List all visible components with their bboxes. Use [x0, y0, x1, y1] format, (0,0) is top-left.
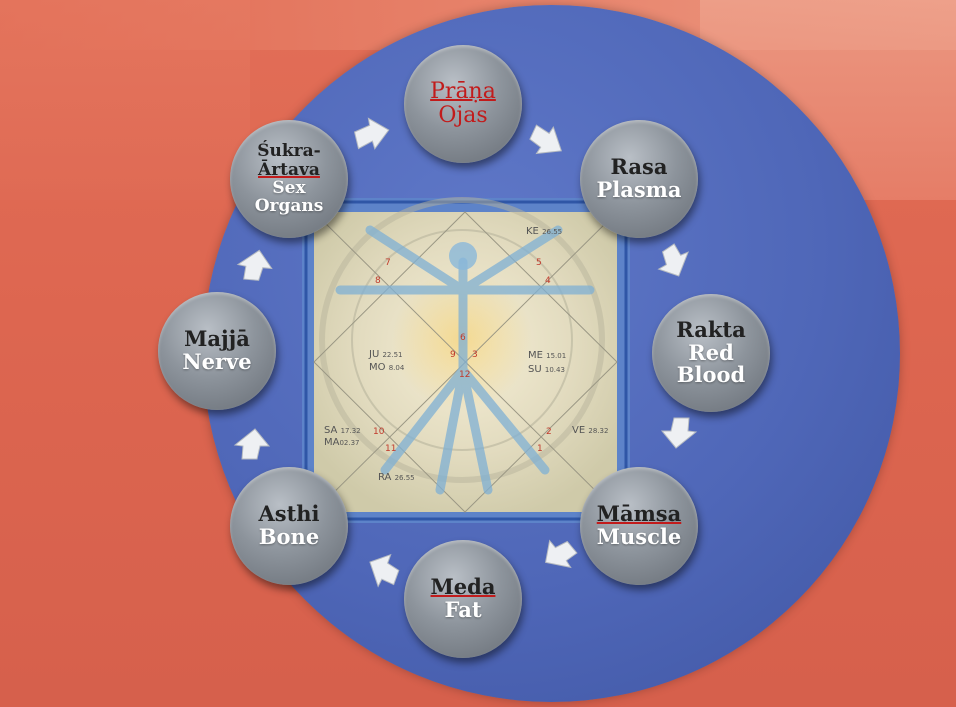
planet-label: MA02.37 [324, 437, 360, 448]
house-number: 9 [450, 350, 456, 360]
human-figure-icon [335, 225, 595, 495]
planet-label: ME 15.01 [528, 350, 567, 361]
house-number: 7 [385, 258, 391, 268]
node-majja-nerve: Majjā Nerve [158, 292, 276, 410]
cycle-arrows [233, 117, 698, 588]
node-rasa-plasma: Rasa Plasma [580, 120, 698, 238]
node-subtitle: Sex [272, 178, 306, 198]
node-mamsa-muscle: Māmsa Muscle [580, 467, 698, 585]
node-subtitle: Ojas [438, 103, 488, 128]
node-subtitle: Red [688, 339, 734, 365]
human-figure-head [449, 242, 477, 270]
node-title: Ārtava [258, 159, 320, 180]
arrow-icon [544, 539, 578, 569]
planet-label: VE 28.32 [572, 425, 609, 436]
house-number: 5 [536, 258, 542, 268]
house-number: 8 [375, 276, 381, 286]
node-sukra-artava-sex-organs: Śukra- Ārtava Sex Organs [230, 120, 348, 238]
arrow-icon [529, 124, 563, 155]
planet-label: MO 8.04 [369, 362, 405, 373]
node-subtitle: Muscle [596, 524, 682, 549]
node-title: Prāṇa [430, 79, 496, 105]
planet-label: KE 26.55 [526, 226, 563, 237]
planet-label: SU 10.43 [528, 364, 565, 375]
node-asthi-bone: Asthi Bone [230, 467, 348, 585]
node-title: Majjā [184, 326, 250, 352]
arrow-icon [353, 117, 390, 150]
node-title: Asthi [258, 501, 320, 527]
house-number: 10 [373, 427, 385, 437]
node-title: Rasa [610, 154, 668, 180]
node-subtitle: Bone [258, 524, 320, 549]
arrow-icon [657, 243, 689, 277]
house-number: 4 [545, 276, 551, 286]
arrow-icon [369, 553, 400, 588]
node-subtitle: Blood [676, 362, 746, 388]
arrow-icon [233, 428, 271, 460]
node-title: Meda [430, 574, 496, 600]
node-rakta-red-blood: Rakta Red Blood [652, 294, 770, 412]
node-meda-fat: Meda Fat [404, 540, 522, 658]
planet-label: SA 17.32 [324, 425, 361, 436]
planet-label: JU 22.51 [369, 349, 403, 360]
node-prana-ojas: Prāṇa Ojas [404, 45, 522, 163]
node-title: Māmsa [596, 501, 682, 527]
chart-wheel-inner [351, 229, 573, 451]
house-number: 6 [460, 333, 466, 343]
arrow-icon [660, 417, 698, 449]
house-number: 12 [459, 370, 471, 380]
node-subtitle: Organs [254, 196, 324, 217]
node-title: Rakta [676, 316, 746, 342]
node-subtitle: Fat [444, 597, 482, 622]
planet-label: RA 26.55 [378, 472, 415, 483]
background-band-left [0, 0, 250, 200]
house-number: 2 [546, 427, 552, 437]
node-title: Śukra- [257, 141, 321, 162]
node-subtitle: Nerve [182, 349, 252, 374]
house-number: 1 [537, 444, 543, 454]
node-subtitle: Plasma [596, 177, 682, 202]
chart-wheel [319, 197, 605, 483]
arrow-icon [236, 249, 273, 281]
house-number: 3 [472, 350, 478, 360]
house-number: 11 [385, 444, 397, 454]
